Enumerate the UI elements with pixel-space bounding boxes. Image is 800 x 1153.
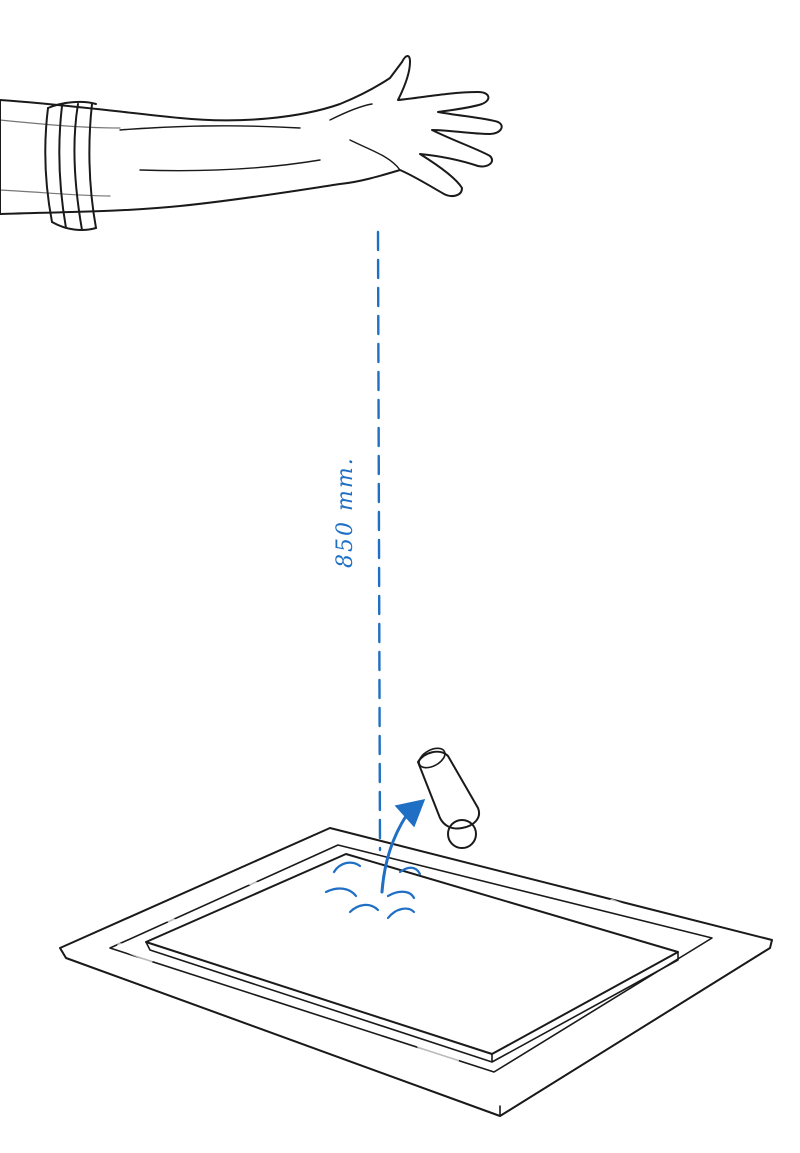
drop-height-label: 850 mm. xyxy=(333,456,358,568)
falling-object-icon xyxy=(417,747,480,849)
impact-base-frame xyxy=(59,827,773,1117)
impact-marks xyxy=(324,861,422,920)
arm-hand-icon xyxy=(0,55,503,231)
impact-plate xyxy=(145,853,679,1063)
bounce-arrow xyxy=(380,798,426,894)
drop-height-line xyxy=(376,230,382,852)
